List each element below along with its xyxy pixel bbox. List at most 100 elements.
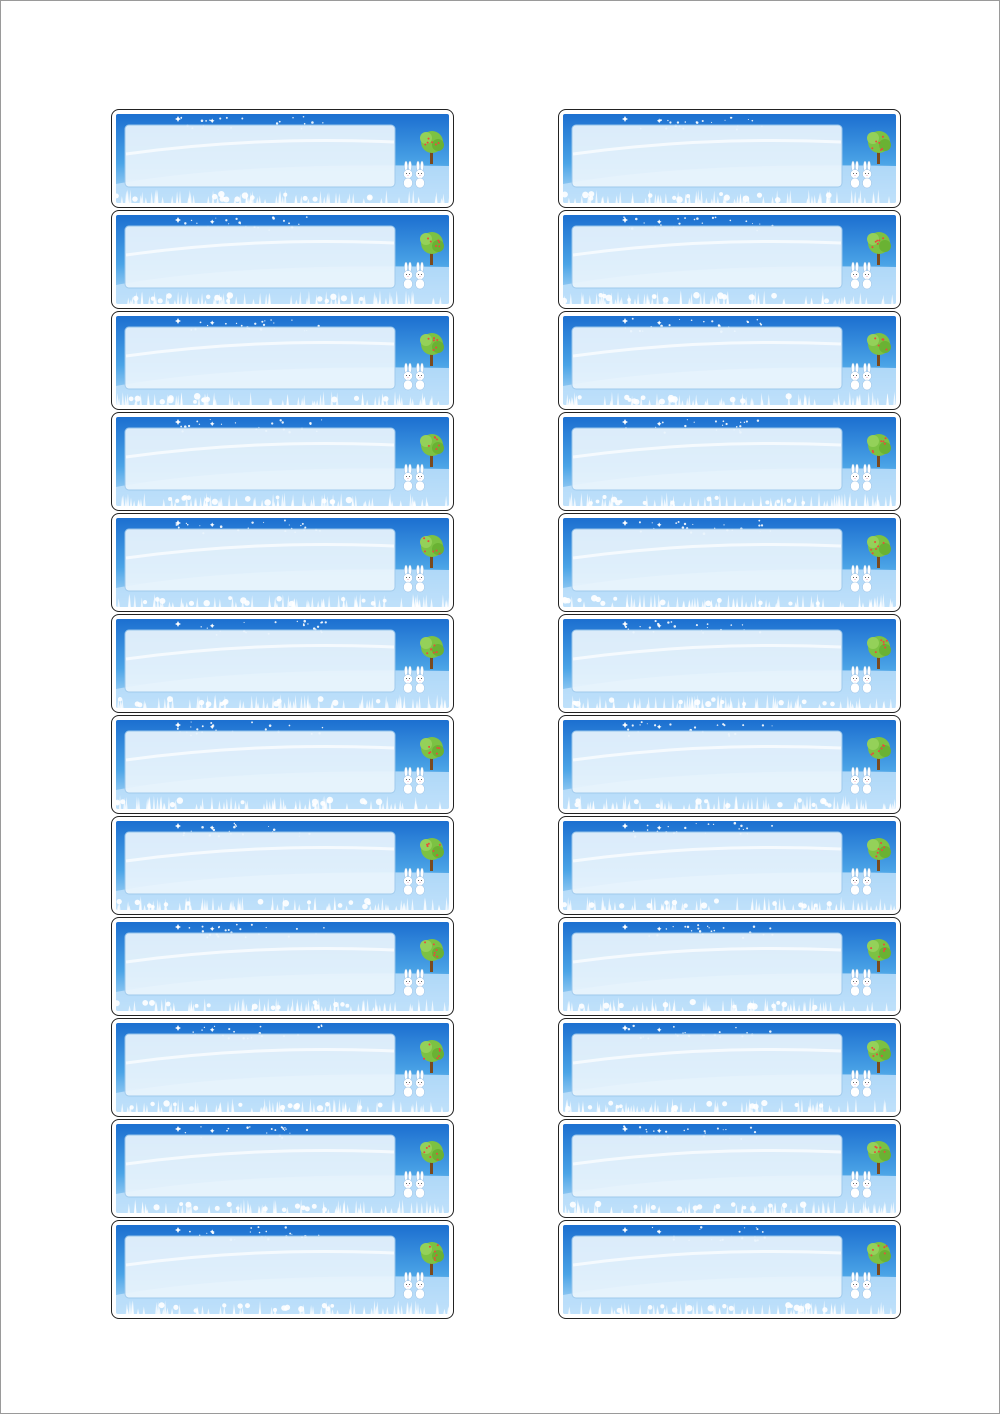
label-writing-area (571, 730, 843, 794)
tree-icon (420, 939, 444, 972)
tree-icon (867, 1141, 891, 1174)
grass-icon (125, 1300, 449, 1314)
tree-icon (867, 838, 891, 871)
bunny-icon (415, 766, 425, 795)
tree-icon (867, 232, 891, 265)
address-label[interactable] (111, 513, 454, 612)
label-artwork (563, 821, 896, 910)
label-artwork (116, 518, 449, 607)
bunny-icon (415, 968, 425, 997)
address-label[interactable] (111, 1220, 454, 1319)
grass-icon (563, 896, 896, 910)
tree-icon (867, 1040, 891, 1073)
address-label[interactable] (558, 210, 901, 309)
label-artwork (563, 417, 896, 506)
address-label[interactable] (111, 210, 454, 309)
tree-icon (420, 838, 444, 871)
label-artwork (563, 720, 896, 809)
label-artwork (116, 114, 449, 203)
bunny-icon (850, 261, 860, 290)
grass-icon (117, 694, 447, 708)
address-label[interactable] (558, 311, 901, 410)
grass-icon (116, 896, 449, 910)
grass-icon (121, 1098, 449, 1112)
bunny-icon (415, 1170, 425, 1199)
grass-icon (116, 795, 442, 809)
tree-icon (420, 737, 444, 770)
label-artwork (563, 1124, 896, 1213)
grass-icon (563, 290, 894, 304)
tree-icon (420, 1040, 444, 1073)
grass-icon (563, 189, 891, 203)
tree-icon (867, 737, 891, 770)
label-artwork (563, 619, 896, 708)
grass-icon (567, 795, 896, 809)
address-label[interactable] (111, 1119, 454, 1218)
bunny-icon (403, 1069, 413, 1098)
address-label[interactable] (111, 412, 454, 511)
address-label[interactable] (558, 412, 901, 511)
bunny-icon (403, 1170, 413, 1199)
tree-icon (420, 333, 444, 366)
label-writing-area (124, 225, 396, 289)
address-label[interactable] (558, 816, 901, 915)
address-label[interactable] (558, 109, 901, 208)
address-label[interactable] (558, 1119, 901, 1218)
label-writing-area (571, 326, 843, 390)
label-artwork (116, 417, 449, 506)
label-writing-area (571, 1033, 843, 1097)
address-label[interactable] (558, 715, 901, 814)
bunny-icon (415, 867, 425, 896)
bunny-icon (850, 867, 860, 896)
bunny-icon (862, 160, 872, 189)
bunny-icon (850, 362, 860, 391)
bunny-icon (415, 1271, 425, 1300)
bunny-icon (403, 362, 413, 391)
bunny-icon (415, 1069, 425, 1098)
address-label[interactable] (558, 513, 901, 612)
tree-icon (420, 434, 444, 467)
label-artwork (116, 1225, 449, 1314)
address-label[interactable] (111, 109, 454, 208)
bunny-icon (850, 1271, 860, 1300)
bunny-icon (850, 665, 860, 694)
label-writing-area (571, 1134, 843, 1198)
address-label[interactable] (558, 1220, 901, 1319)
tree-icon (867, 1242, 891, 1275)
label-writing-area (124, 1033, 396, 1097)
bunny-icon (862, 867, 872, 896)
address-label[interactable] (558, 614, 901, 713)
label-artwork (116, 1023, 449, 1112)
grass-icon (563, 593, 894, 607)
label-artwork (116, 619, 449, 708)
address-label[interactable] (558, 917, 901, 1016)
grass-icon (116, 997, 449, 1011)
label-artwork (116, 720, 449, 809)
tree-icon (420, 636, 444, 669)
tree-icon (420, 535, 444, 568)
bunny-icon (850, 766, 860, 795)
address-label[interactable] (558, 1018, 901, 1117)
label-writing-area (124, 629, 396, 693)
label-writing-area (571, 831, 843, 895)
bunny-icon (862, 766, 872, 795)
bunny-icon (862, 463, 872, 492)
label-artwork (563, 316, 896, 405)
grass-icon (566, 997, 888, 1011)
bunny-icon (403, 766, 413, 795)
address-label[interactable] (111, 917, 454, 1016)
bunny-icon (850, 1069, 860, 1098)
bunny-icon (403, 867, 413, 896)
bunny-icon (415, 564, 425, 593)
address-label[interactable] (111, 1018, 454, 1117)
address-label[interactable] (111, 311, 454, 410)
bunny-icon (850, 564, 860, 593)
address-label[interactable] (111, 816, 454, 915)
bunny-icon (850, 968, 860, 997)
grass-icon (564, 1199, 895, 1213)
address-label[interactable] (111, 614, 454, 713)
bunny-icon (850, 160, 860, 189)
label-artwork (116, 1124, 449, 1213)
address-label[interactable] (111, 715, 454, 814)
bunny-icon (850, 1170, 860, 1199)
